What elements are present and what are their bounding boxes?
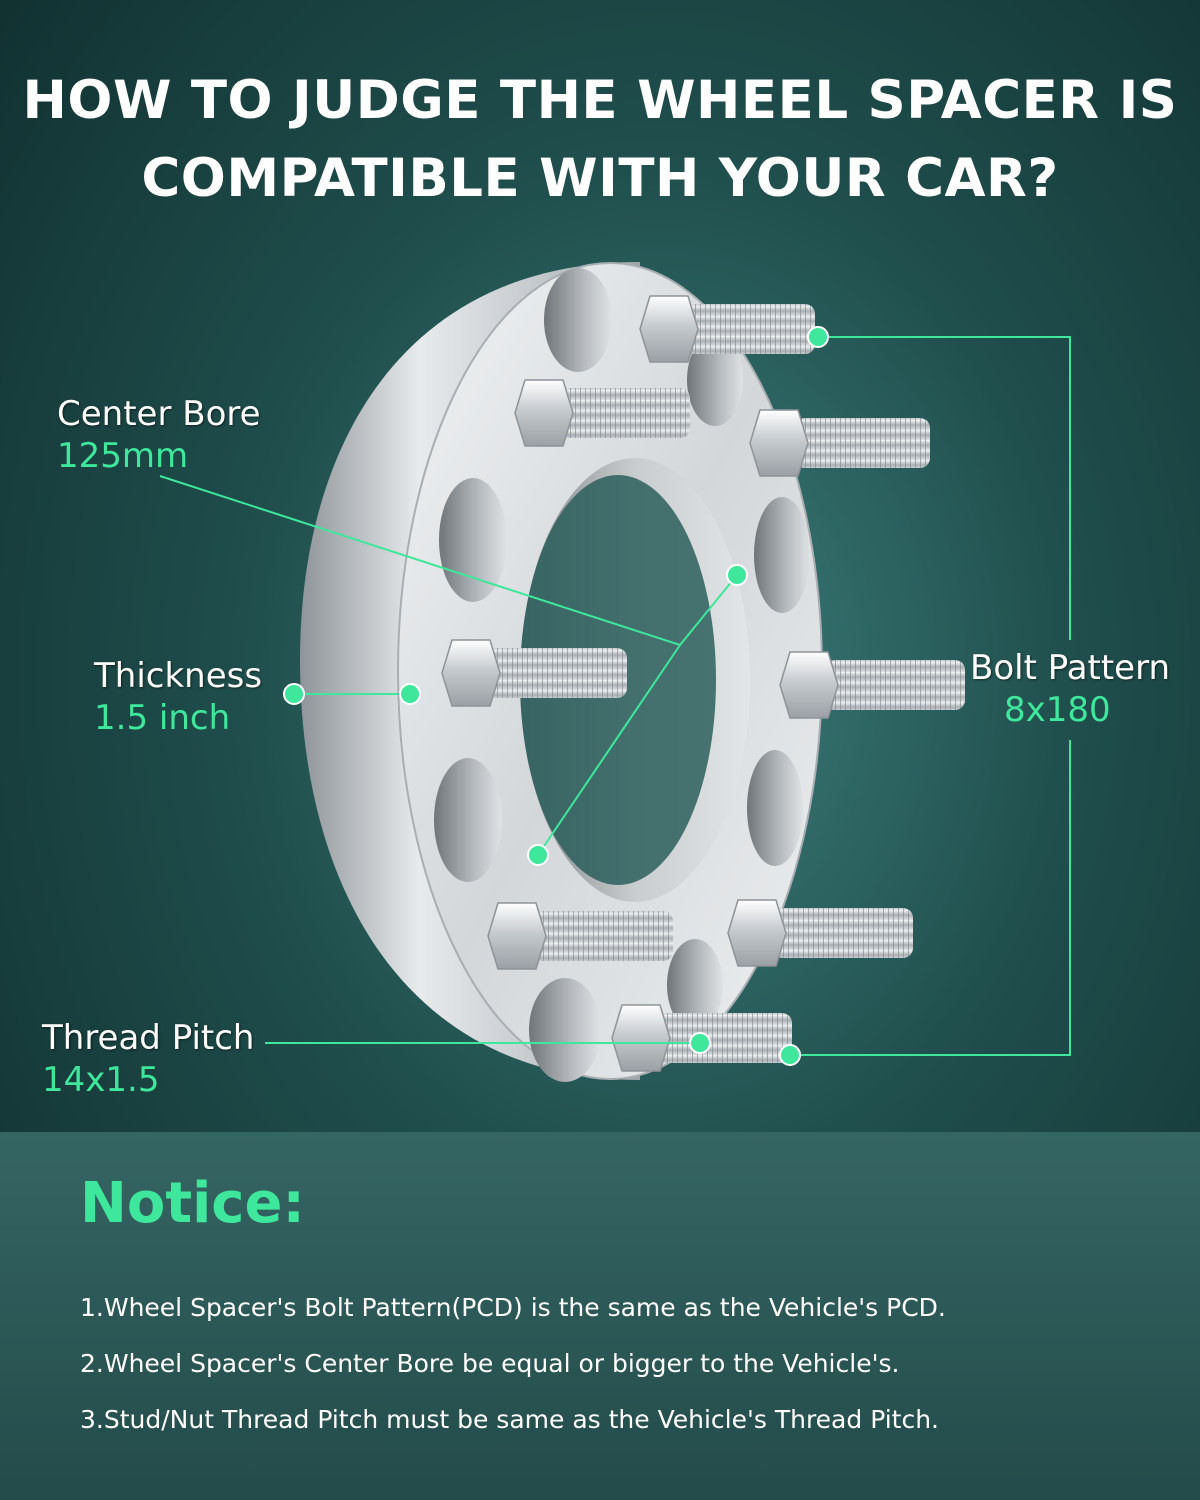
bolt-pattern-value: 8x180	[1004, 690, 1111, 730]
center-bore-callout: Center Bore 125mm	[57, 393, 261, 477]
bolt-hole	[544, 268, 612, 372]
thickness-value: 1.5 inch	[94, 698, 231, 738]
bolt-hole	[667, 939, 723, 1031]
hex-nut	[749, 409, 809, 477]
callout-dot	[527, 844, 549, 866]
stud-thread	[825, 660, 965, 710]
stud-thread	[657, 1013, 792, 1063]
stud-with-nut	[779, 651, 965, 719]
bolt-hole	[754, 497, 810, 613]
notice-list: 1.Wheel Spacer's Bolt Pattern(PCD) is th…	[80, 1280, 946, 1448]
callout-dot	[779, 1044, 801, 1066]
stud-thread	[685, 304, 815, 354]
center-bore-value: 125mm	[57, 436, 189, 476]
bolt-hole	[687, 334, 743, 426]
notice-item: 1.Wheel Spacer's Bolt Pattern(PCD) is th…	[80, 1293, 946, 1322]
hex-nut	[441, 639, 501, 707]
page-headline: HOW TO JUDGE THE WHEEL SPACER IS COMPATI…	[0, 62, 1200, 218]
hex-nut	[487, 902, 547, 970]
notice-item: 2.Wheel Spacer's Center Bore be equal or…	[80, 1349, 900, 1378]
stud-with-nut	[611, 1004, 792, 1072]
hex-nut	[779, 651, 839, 719]
thread-pitch-callout: Thread Pitch 14x1.5	[42, 1017, 254, 1101]
center-bore-label: Center Bore	[57, 394, 261, 434]
notice-item: 3.Stud/Nut Thread Pitch must be same as …	[80, 1405, 940, 1434]
bolt-hole	[434, 758, 502, 882]
callout-dots	[283, 326, 829, 1066]
headline-line-1: HOW TO JUDGE THE WHEEL SPACER IS	[22, 70, 1178, 131]
stud-thread	[773, 908, 913, 958]
headline-line-2: COMPATIBLE WITH YOUR CAR?	[141, 148, 1059, 209]
stud-with-nut	[749, 409, 930, 477]
stud-with-nut	[514, 379, 690, 447]
stud-with-nut	[639, 295, 815, 363]
stud-thread	[533, 911, 673, 961]
bolt-pattern-callout: Bolt Pattern 8x180	[970, 647, 1170, 731]
callout-dot	[689, 1032, 711, 1054]
callout-lines	[159, 336, 1071, 1056]
callout-dot	[399, 683, 421, 705]
stud-with-nut	[487, 902, 673, 970]
stud-thread	[795, 418, 930, 468]
bolt-hole	[439, 478, 507, 602]
callout-dot	[283, 683, 305, 705]
thread-pitch-label: Thread Pitch	[42, 1018, 255, 1058]
callout-dot	[807, 326, 829, 348]
center-bore-leader-lower	[537, 644, 681, 856]
thickness-label: Thickness	[94, 656, 263, 696]
hex-nut	[727, 899, 787, 967]
bolt-hole	[529, 978, 601, 1082]
wheel-spacer-illustration	[159, 262, 1071, 1082]
bolt-holes	[434, 268, 810, 1082]
notice-title: Notice:	[80, 1171, 305, 1236]
thickness-callout: Thickness 1.5 inch	[94, 655, 262, 739]
bolt-pattern-bracket-top	[818, 336, 1071, 640]
bolt-hole	[747, 750, 803, 866]
hex-nut	[611, 1004, 671, 1072]
hex-nut	[514, 379, 574, 447]
thread-pitch-value: 14x1.5	[42, 1060, 160, 1100]
bolt-pattern-bracket-bottom	[790, 740, 1071, 1056]
callout-dot	[726, 564, 748, 586]
bolt-pattern-label: Bolt Pattern	[970, 648, 1171, 688]
hex-nut	[639, 295, 699, 363]
stud-with-nut	[727, 899, 913, 967]
stud-with-nut	[441, 639, 627, 707]
stud-thread	[560, 388, 690, 438]
notice-panel	[0, 1132, 1200, 1500]
stud-thread	[487, 648, 627, 698]
